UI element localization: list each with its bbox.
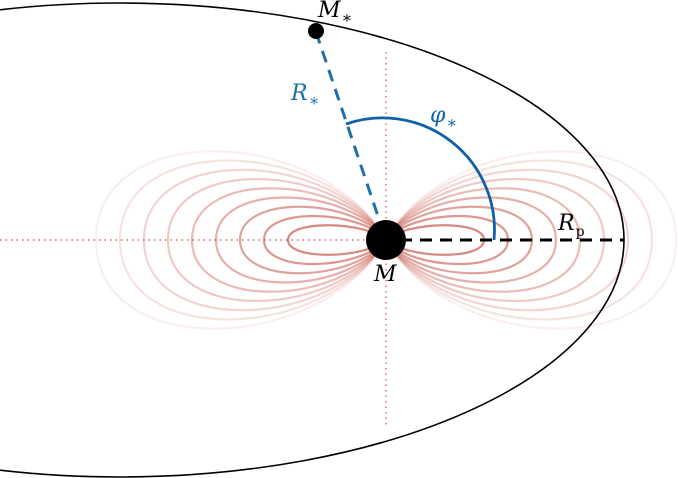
central-mass-label: M [373, 262, 397, 287]
star-dot [308, 23, 324, 39]
black-hole [366, 220, 406, 260]
star-radius-label: R∗ [290, 81, 319, 110]
field-line-left [142, 168, 388, 312]
field-line-left [118, 159, 388, 321]
field-line-left [286, 224, 388, 256]
field-line-left [238, 205, 388, 275]
periapsis-label: Rp [557, 211, 585, 240]
field-line-left [262, 214, 388, 266]
field-line-left [214, 196, 388, 284]
field-line-left [190, 187, 388, 293]
angle-label: φ∗ [430, 103, 457, 132]
angle-arc [345, 116, 496, 241]
field-line-left [166, 178, 388, 302]
star-radius-line [314, 31, 388, 241]
field-line-right [384, 150, 678, 330]
field-line-left [94, 150, 388, 330]
field-line-right [384, 196, 558, 284]
field-line-right [384, 159, 654, 321]
star-label: M∗ [317, 0, 352, 27]
field-line-right [384, 168, 630, 312]
field-lines [94, 150, 678, 330]
